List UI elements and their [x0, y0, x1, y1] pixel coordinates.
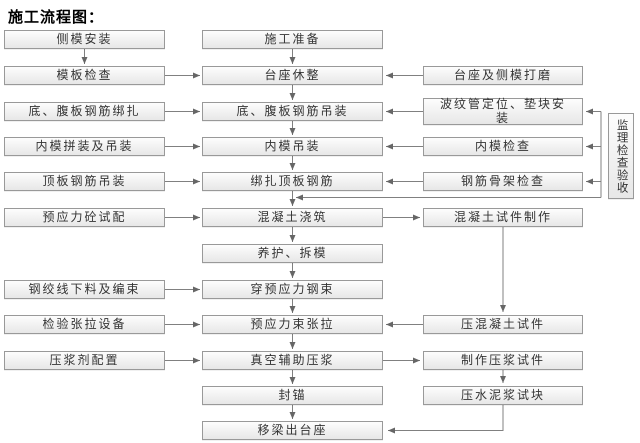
right-column-arrows — [383, 72, 506, 434]
node-grout-agent-prep: 压浆剂配置 — [4, 351, 165, 370]
node-top-slab-rebar-tying: 绑扎顶板钢筋 — [202, 172, 383, 191]
node-side-form-install: 侧模安装 — [4, 30, 165, 49]
node-inner-form-assembly-hoist: 内模拼装及吊装 — [4, 137, 165, 156]
node-vacuum-assisted-grouting: 真空辅助压浆 — [202, 351, 383, 370]
node-inner-form-check: 内模检查 — [423, 137, 583, 156]
node-prestress-concrete-trial-mix: 预应力砼试配 — [4, 208, 165, 227]
node-supervision-inspection: 监理检查验收 — [608, 113, 634, 199]
node-prestress-tensioning: 预应力束张拉 — [202, 315, 383, 334]
node-concrete-specimen-test: 压混凝土试件 — [423, 315, 583, 334]
node-inner-form-hoist: 内模吊装 — [202, 137, 383, 156]
node-bottom-web-rebar-tying: 底、腹板钢筋绑扎 — [4, 102, 165, 121]
node-cement-grout-block-test: 压水泥浆试块 — [423, 386, 583, 405]
node-grout-specimen-making: 制作压浆试件 — [423, 351, 583, 370]
node-formwork-check: 模板检查 — [4, 66, 165, 85]
node-girder-moveout: 移梁出台座 — [202, 421, 383, 440]
node-anchor-sealing: 封锚 — [202, 386, 383, 405]
node-tension-equipment-check: 检验张拉设备 — [4, 315, 165, 334]
node-pedestal-sideform-grind: 台座及侧模打磨 — [423, 66, 583, 85]
node-concrete-specimen-making: 混凝土试件制作 — [423, 208, 583, 227]
node-bottom-web-rebar-hoist: 底、腹板钢筋吊装 — [202, 102, 383, 121]
node-threading-prestress-strand: 穿预应力钢束 — [202, 280, 383, 299]
node-construction-prep: 施工准备 — [202, 30, 383, 49]
node-rebar-cage-check: 钢筋骨架检查 — [423, 172, 583, 191]
node-strand-cutting-bundling: 钢绞线下料及编束 — [4, 280, 165, 299]
node-pedestal-trim: 台座休整 — [202, 66, 383, 85]
left-column-arrows — [81, 49, 200, 364]
node-concrete-pouring: 混凝土浇筑 — [202, 208, 383, 227]
node-top-slab-rebar-hoist: 顶板钢筋吊装 — [4, 172, 165, 191]
node-duct-positioning-spacer-install: 波纹管定位、垫块安装 — [423, 97, 583, 125]
page-title: 施工流程图： — [8, 9, 105, 26]
node-curing-form-removal: 养护、拆模 — [202, 244, 383, 263]
